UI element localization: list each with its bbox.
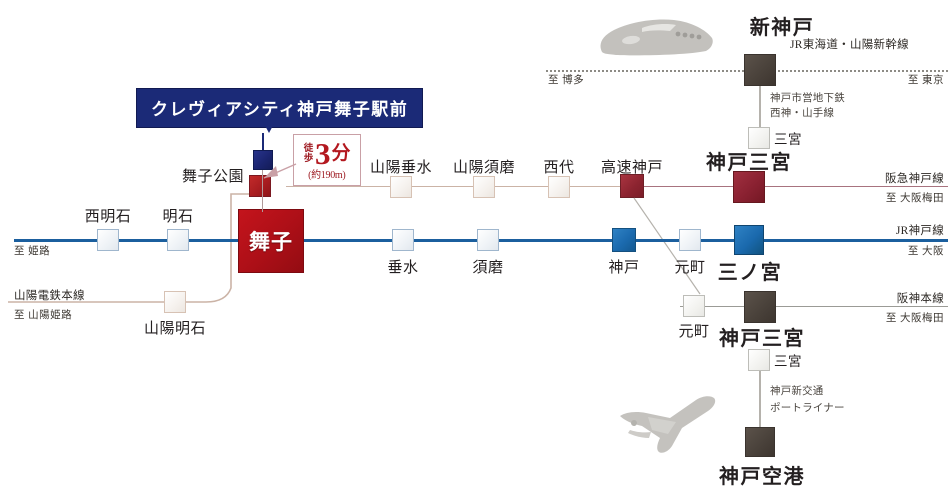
station-label-kosoku-kobe: 高速神戸 — [600, 160, 664, 176]
shinkansen-line-label: JR東海道・山陽新幹線 — [790, 39, 909, 51]
station-label-kobe-jr: 神戸 — [608, 260, 640, 276]
shinkansen-direction-left: 至 博多 — [548, 75, 585, 86]
station-marker-sannomiya-jr[interactable] — [734, 225, 764, 255]
jr-kobe-direction-right: 至 大阪 — [907, 246, 944, 257]
hanshin-direction-right: 至 大阪梅田 — [885, 313, 944, 324]
property-banner-label: クレヴィアシティ神戸舞子駅前 — [151, 100, 409, 119]
walk-time-callout: 徒歩3分 (約190m) — [293, 134, 361, 186]
subway-line-label-2: 西神・山手線 — [770, 108, 835, 119]
station-marker-maiko-highlight[interactable]: 舞子 — [238, 209, 304, 273]
shinkansen-train-icon — [596, 14, 714, 60]
sanyo-line-curve — [8, 193, 258, 303]
sanyo-line-upper — [286, 186, 631, 187]
sanyo-line-label: 山陽電鉄本線 — [14, 290, 85, 302]
station-marker-nishidai[interactable] — [548, 176, 570, 198]
station-marker-tarumi[interactable] — [392, 229, 414, 251]
station-marker-kobe-airport[interactable] — [745, 427, 775, 457]
station-marker-akashi[interactable] — [167, 229, 189, 251]
station-label-sanyo-tarumi: 山陽垂水 — [369, 160, 433, 176]
jr-kobe-direction-left: 至 姫路 — [14, 246, 51, 257]
portliner-line-label-2: ポートライナー — [770, 403, 845, 414]
station-label-maiko-koen: 舞子公園 — [181, 169, 244, 185]
station-label-sannomiya-portliner: 三宮 — [774, 354, 802, 369]
station-marker-motomachi-jr[interactable] — [679, 229, 701, 251]
station-marker-sannomiya-subway[interactable] — [748, 127, 770, 149]
walk-minutes-value: 3 — [315, 136, 331, 171]
station-marker-suma[interactable] — [477, 229, 499, 251]
station-marker-kobe-sannomiya-hanshin[interactable] — [744, 291, 776, 323]
station-marker-kobe-jr[interactable] — [612, 228, 636, 252]
callout-leader-line — [263, 163, 297, 179]
property-to-maiko-line — [262, 170, 264, 212]
station-label-kobe-airport: 神戸空港 — [719, 466, 805, 488]
station-label-nishidai: 西代 — [543, 160, 575, 176]
station-label-nishi-akashi: 西明石 — [84, 209, 132, 225]
walk-unit-label: 分 — [331, 142, 351, 164]
subway-line — [759, 86, 761, 130]
station-label-sannomiya-subway: 三宮 — [774, 132, 802, 147]
station-label-sanyo-akashi: 山陽明石 — [143, 321, 207, 337]
kosoku-kobe-motomachi-connector — [633, 197, 701, 295]
hanshin-line-label: 阪神本線 — [896, 293, 944, 305]
station-marker-sanyo-suma[interactable] — [473, 176, 495, 198]
jr-kobe-line-label: JR神戸線 — [895, 225, 944, 237]
station-label-motomachi-jr: 元町 — [674, 260, 706, 276]
property-marker[interactable] — [253, 150, 273, 170]
station-marker-kobe-sannomiya-hankyu[interactable] — [733, 171, 765, 203]
hanshin-line — [680, 306, 948, 307]
station-marker-sannomiya-portliner[interactable] — [748, 349, 770, 371]
hankyu-direction-right: 至 大阪梅田 — [885, 193, 944, 204]
station-label-kobe-sannomiya-hanshin: 神戸三宮 — [719, 328, 805, 350]
station-marker-sanyo-akashi[interactable] — [164, 291, 186, 313]
station-marker-sanyo-tarumi[interactable] — [390, 176, 412, 198]
station-label-shin-kobe: 新神戸 — [749, 17, 815, 39]
station-label-akashi: 明石 — [162, 209, 194, 225]
property-pointer-line — [262, 133, 264, 151]
station-label-suma: 須磨 — [472, 260, 504, 276]
station-label-motomachi-hanshin: 元町 — [678, 324, 710, 340]
station-marker-motomachi-hanshin[interactable] — [683, 295, 705, 317]
station-marker-nishi-akashi[interactable] — [97, 229, 119, 251]
station-marker-shin-kobe[interactable] — [744, 54, 776, 86]
property-banner: クレヴィアシティ神戸舞子駅前 — [136, 88, 424, 128]
property-banner-tail — [262, 120, 276, 133]
subway-line-label: 神戸市営地下鉄 — [770, 93, 845, 104]
walk-prefix-label: 徒歩 — [303, 143, 314, 164]
station-marker-maiko-koen[interactable] — [249, 175, 271, 197]
portliner-line-label: 神戸新交通 — [770, 386, 824, 397]
airplane-icon — [618, 386, 726, 454]
station-label-maiko: 舞子 — [249, 230, 293, 254]
station-marker-kosoku-kobe[interactable] — [620, 174, 644, 198]
hankyu-line-label: 阪急神戸線 — [885, 173, 944, 185]
portliner-line — [759, 371, 761, 428]
station-label-tarumi: 垂水 — [387, 260, 419, 276]
station-label-kobe-sannomiya-hankyu: 神戸三宮 — [706, 152, 792, 174]
sanyo-direction-left: 至 山陽姫路 — [14, 310, 73, 321]
station-label-sannomiya-jr: 三ノ宮 — [717, 262, 783, 284]
station-label-sanyo-suma: 山陽須磨 — [452, 160, 516, 176]
walk-distance-label: (約190m) — [308, 170, 346, 181]
shinkansen-direction-right: 至 東京 — [907, 75, 944, 86]
